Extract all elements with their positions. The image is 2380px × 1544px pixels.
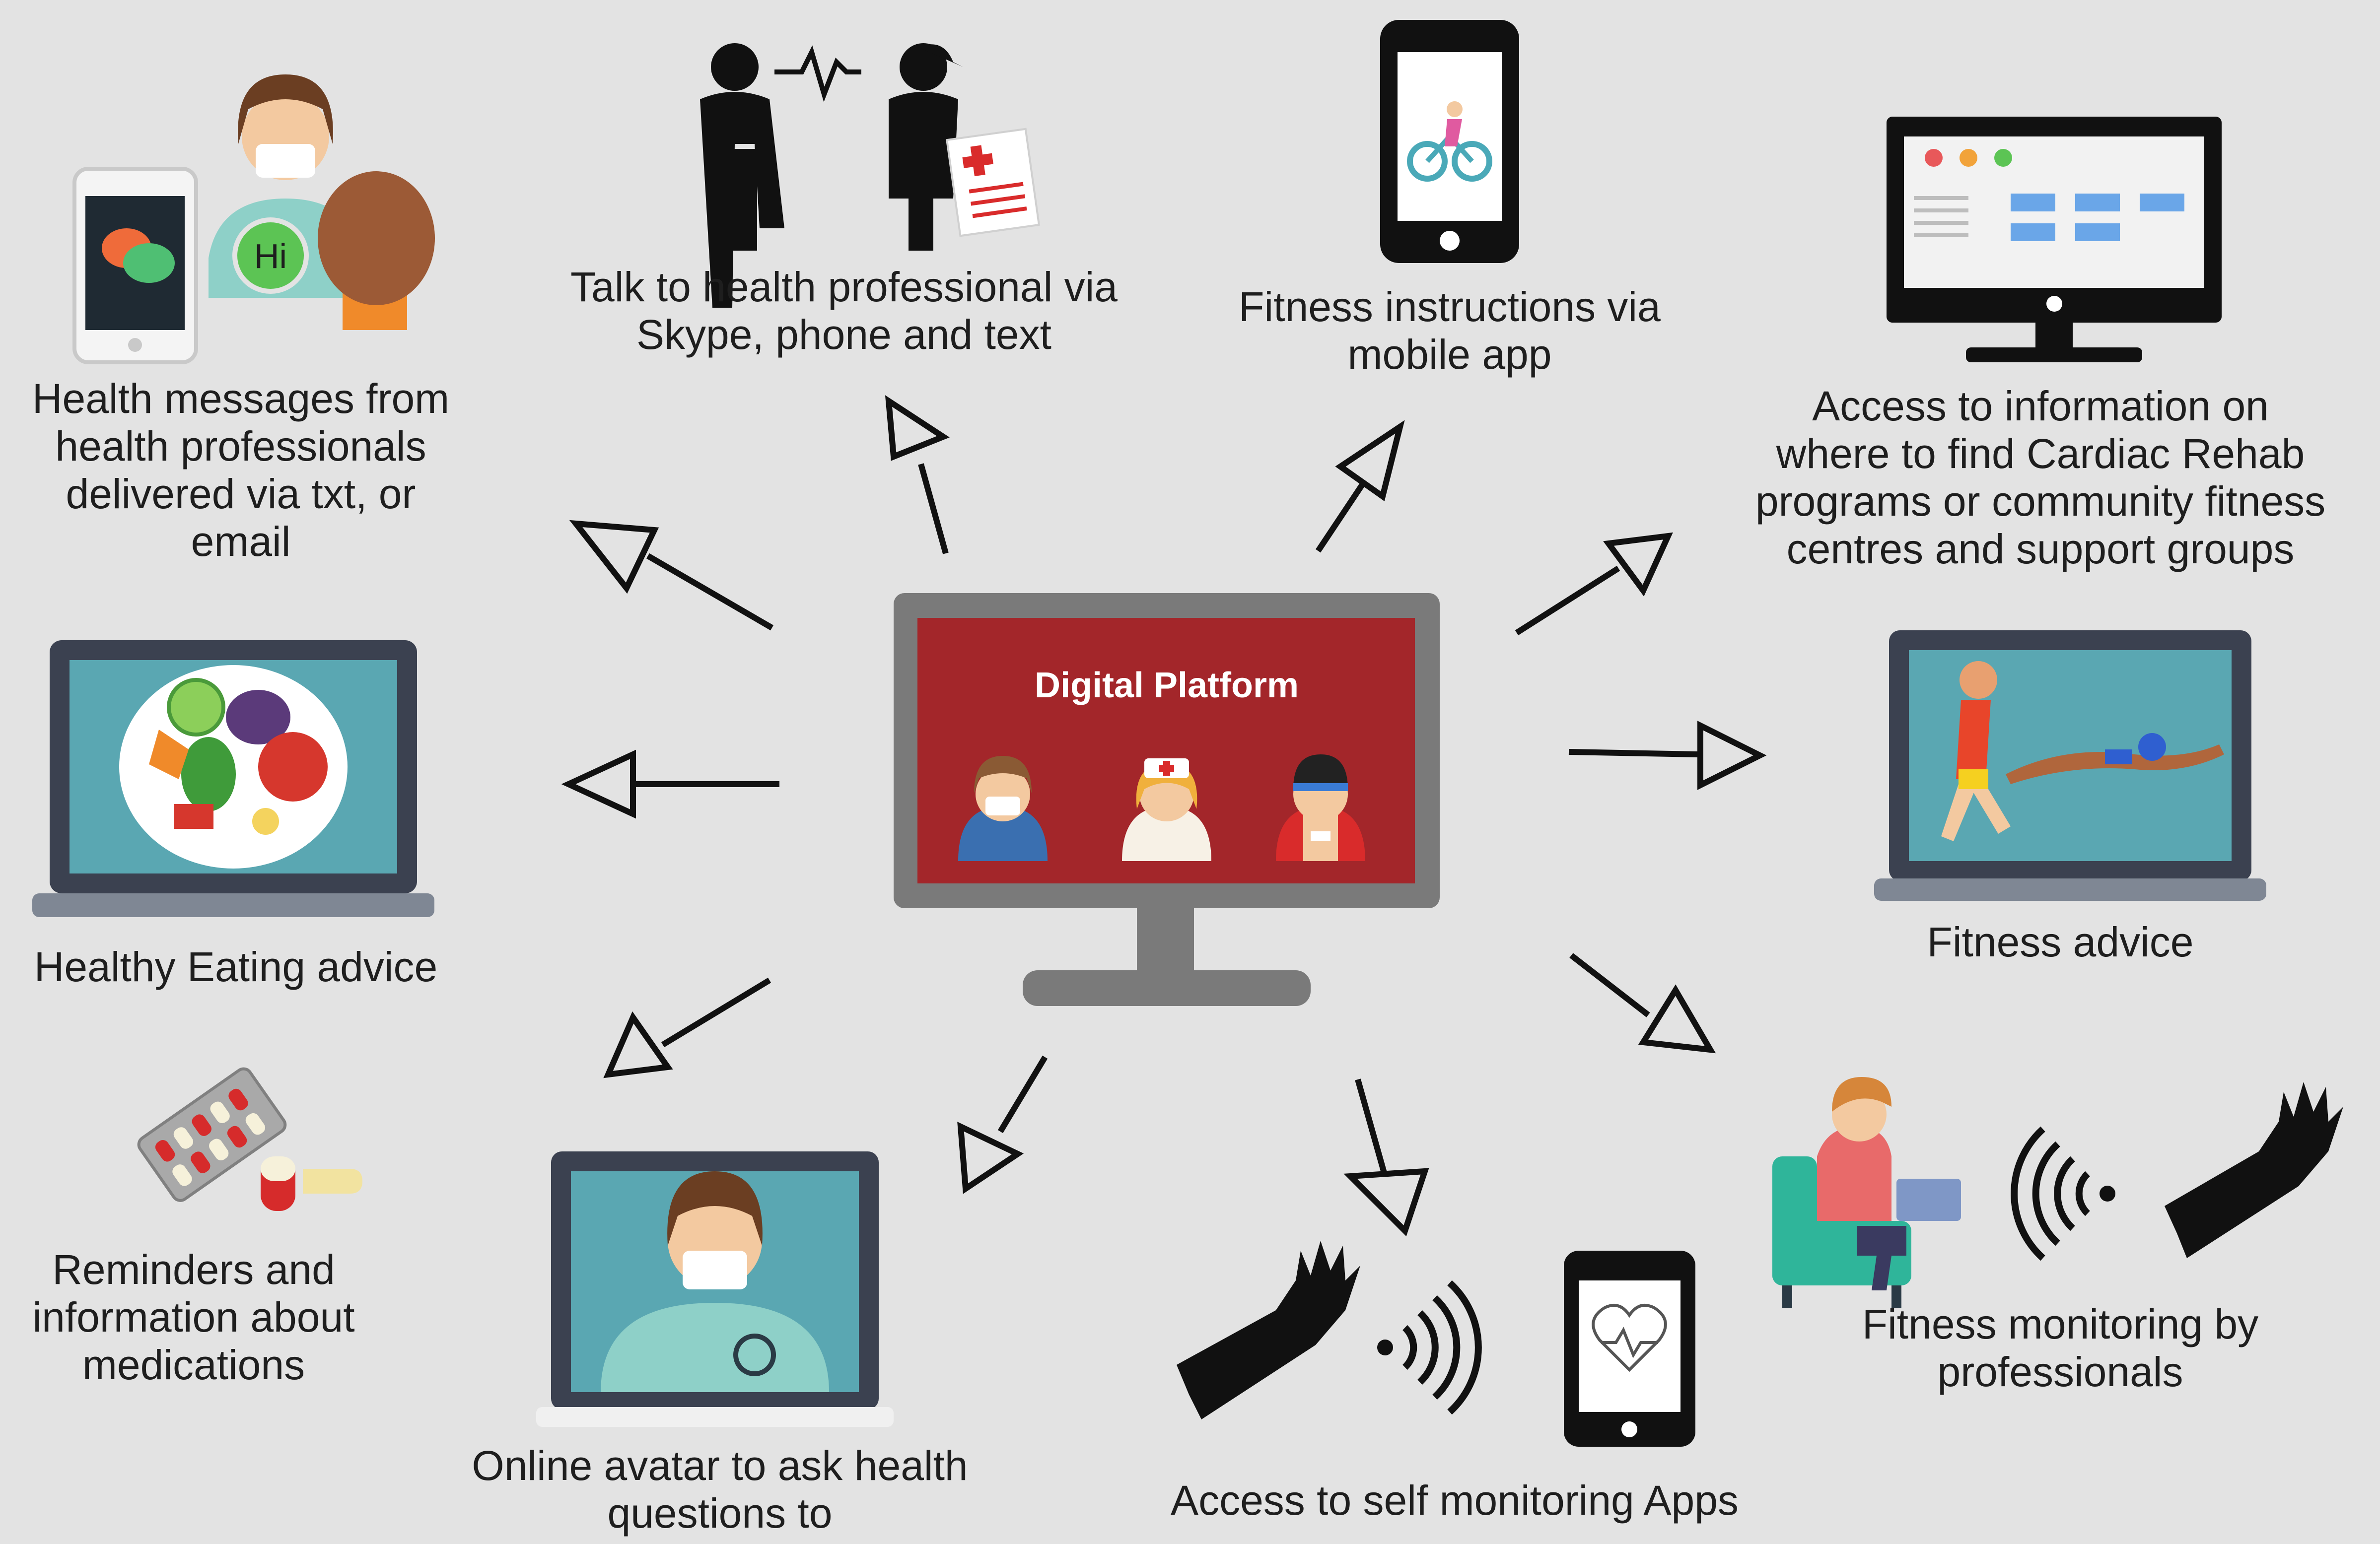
caption-fitness-advice: Fitness advice [1927,919,2194,965]
medication-illustration [137,1067,362,1211]
arrow-to-fitness-instructions [1316,420,1405,553]
pill-pack-icon [137,1067,287,1202]
heart-rate-icon [1592,1304,1667,1372]
caption-medications: Reminders and information about medicati… [32,1246,355,1388]
swimmer-icon [2006,733,2224,784]
arrow-to-talk [885,395,950,554]
desktop-monitor-illustration [1887,117,2222,362]
caption-fitness-monitoring: Fitness monitoring by professionals [1862,1301,2259,1395]
fitness-advice-laptop-illustration [1874,630,2266,901]
arrow-to-online-avatar [957,1055,1048,1194]
runner-icon [1941,661,2011,841]
patient-head-icon [318,171,435,330]
arrow-to-self-monitoring [1343,1078,1429,1237]
caption-healthy-eating: Healthy Eating advice [34,943,438,990]
self-monitoring-illustration [1177,1241,1695,1447]
platform-title: Digital Platform [1035,666,1299,705]
fitness-app-illustration [1380,20,1519,263]
healthy-eating-laptop-illustration [32,640,434,917]
cyclist-icon [1407,101,1492,182]
athlete-avatar-icon [1276,754,1365,861]
arrow-to-fitness-monitoring [1569,953,1716,1054]
caption-talk-to-professional: Talk to health professional via Skype, p… [570,264,1118,358]
hi-bubble-text: Hi [254,237,287,275]
person-on-laptop-icon [1772,1077,1961,1308]
phone-call-illustration [700,43,1041,308]
arrow-to-health-messages [569,520,774,631]
arrow-to-medications [603,977,771,1078]
person-on-phone-icon [700,43,784,308]
heartbeat-icon [774,45,861,102]
raised-hand-icon [2165,1082,2343,1258]
medical-report-icon [946,128,1041,237]
doctor-avatar-icon [601,1171,829,1392]
fitness-monitoring-illustration [1772,1077,2343,1308]
doctor-avatar-icon [958,756,1048,861]
health-messages-illustration: Hi [72,74,435,364]
person-on-phone-icon [889,43,963,251]
wireless-signal-icon [1377,1280,1482,1415]
arrow-to-fitness-advice [1568,721,1767,790]
raised-hand-icon [1177,1241,1360,1419]
caption-fitness-instructions: Fitness instructions via mobile app [1239,283,1661,378]
arrow-to-healthy-eating [561,749,779,819]
caption-online-avatar: Online avatar to ask health questions to [472,1442,968,1537]
digital-platform-monitor [894,593,1440,1006]
caption-self-monitoring: Access to self monitoring Apps [1171,1477,1739,1524]
arrow-to-access-info [1515,532,1673,636]
wireless-signal-icon [2011,1126,2115,1261]
nurse-avatar-icon [1122,758,1211,861]
online-avatar-laptop-illustration [536,1151,894,1427]
caption-health-messages: Health messages from health professional… [32,375,450,565]
arrows [561,395,1767,1237]
capsule-icon [261,1156,362,1211]
caption-access-info: Access to information on where to find C… [1755,383,2326,572]
